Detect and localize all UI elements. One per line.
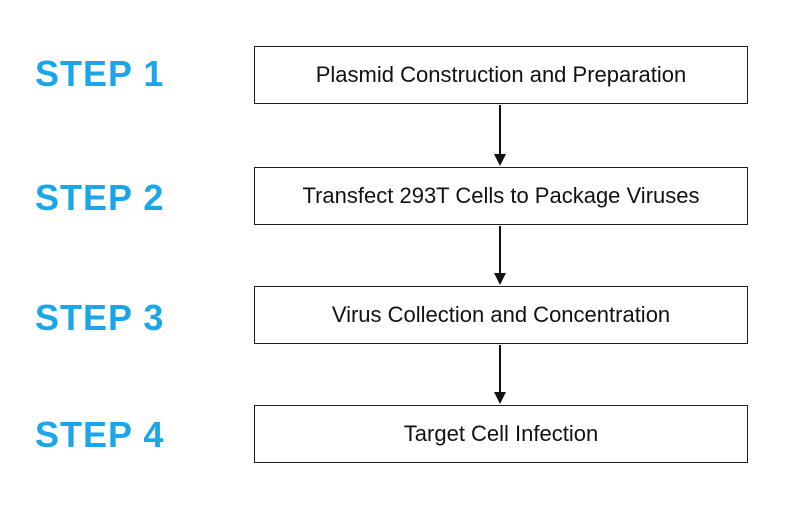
step-4-text: Target Cell Infection xyxy=(403,421,599,446)
step-1-box: Plasmid Construction and Preparation xyxy=(254,46,748,104)
step-3-text: Virus Collection and Concentration xyxy=(331,302,671,327)
step-4-label: STEP 4 xyxy=(35,414,165,455)
arrow-1-to-2 xyxy=(494,105,506,166)
step-4-box: Target Cell Infection xyxy=(254,405,748,463)
step-2-label: STEP 2 xyxy=(35,177,165,218)
arrow-3-to-4 xyxy=(494,345,506,404)
step-3-label: STEP 3 xyxy=(35,297,165,338)
step-3-box: Virus Collection and Concentration xyxy=(254,286,748,344)
step-1-label: STEP 1 xyxy=(35,53,165,94)
step-2-text: Transfect 293T Cells to Package Viruses xyxy=(302,183,700,208)
arrow-2-to-3 xyxy=(494,226,506,285)
step-1-text: Plasmid Construction and Preparation xyxy=(315,62,687,87)
step-2-box: Transfect 293T Cells to Package Viruses xyxy=(254,167,748,225)
